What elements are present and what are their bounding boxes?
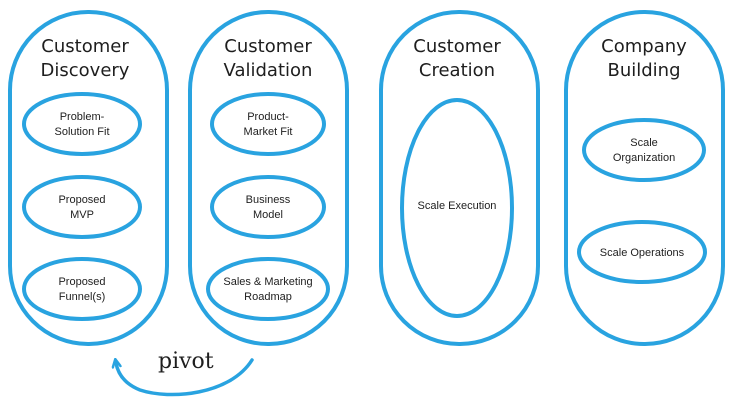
item-label-line-2: Roadmap: [244, 291, 292, 303]
item-label-line-1: Sales & Marketing: [223, 276, 312, 288]
pivot-arrow: pivot: [116, 349, 254, 397]
column-outline: [8, 10, 169, 346]
item-label-line-1: Proposed: [58, 194, 105, 206]
column-customer-creation: Customer Creation Scale Execution: [379, 10, 540, 346]
stage-item-scale-operations: Scale Operations: [577, 220, 707, 284]
column-title-line-1: Customer: [413, 36, 501, 57]
item-label-line-1: Problem-: [60, 111, 105, 123]
column-title-line-2: Building: [607, 60, 680, 81]
stage-item-scale-organization: Scale Organization: [582, 118, 706, 182]
pivot-label: pivot: [158, 349, 214, 374]
item-label-line-2: Solution Fit: [54, 126, 109, 138]
column-outline: [188, 10, 349, 346]
column-title-line-2: Validation: [224, 60, 313, 81]
column-customer-discovery: Customer Discovery Problem- Solution Fit…: [8, 10, 169, 346]
stage-item-product-market-fit: Product- Market Fit: [210, 92, 326, 156]
column-outline: [564, 10, 725, 346]
column-title-line-1: Company: [601, 36, 687, 57]
column-title-line-1: Customer: [224, 36, 312, 57]
stage-item-proposed-funnels: Proposed Funnel(s): [22, 257, 142, 321]
item-label: Scale Operations: [600, 247, 685, 259]
stage-item-scale-execution: Scale Execution: [400, 98, 514, 318]
column-title-line-1: Customer: [41, 36, 129, 57]
stage-item-problem-solution-fit: Problem- Solution Fit: [22, 92, 142, 156]
item-label-line-1: Product-: [247, 111, 289, 123]
item-label-line-2: Model: [253, 209, 283, 221]
column-customer-validation: Customer Validation Product- Market Fit …: [188, 10, 349, 346]
item-label-line-2: Funnel(s): [59, 291, 105, 303]
stage-item-proposed-mvp: Proposed MVP: [22, 175, 142, 239]
stage-item-business-model: Business Model: [210, 175, 326, 239]
pivot-arrow-curve: [116, 360, 254, 397]
item-label-line-1: Business: [246, 194, 291, 206]
item-label-line-2: Organization: [613, 152, 675, 164]
column-title-line-2: Creation: [419, 60, 495, 81]
item-label-line-2: MVP: [70, 209, 94, 221]
column-company-building: Company Building Scale Organization Scal…: [564, 10, 725, 346]
item-label-line-2: Market Fit: [244, 126, 293, 138]
item-label-line-1: Proposed: [58, 276, 105, 288]
item-label-line-1: Scale: [630, 137, 658, 149]
column-outline: [379, 10, 540, 346]
column-title-line-2: Discovery: [41, 60, 130, 81]
stage-item-sales-marketing-roadmap: Sales & Marketing Roadmap: [206, 257, 330, 321]
item-label: Scale Execution: [418, 200, 497, 212]
